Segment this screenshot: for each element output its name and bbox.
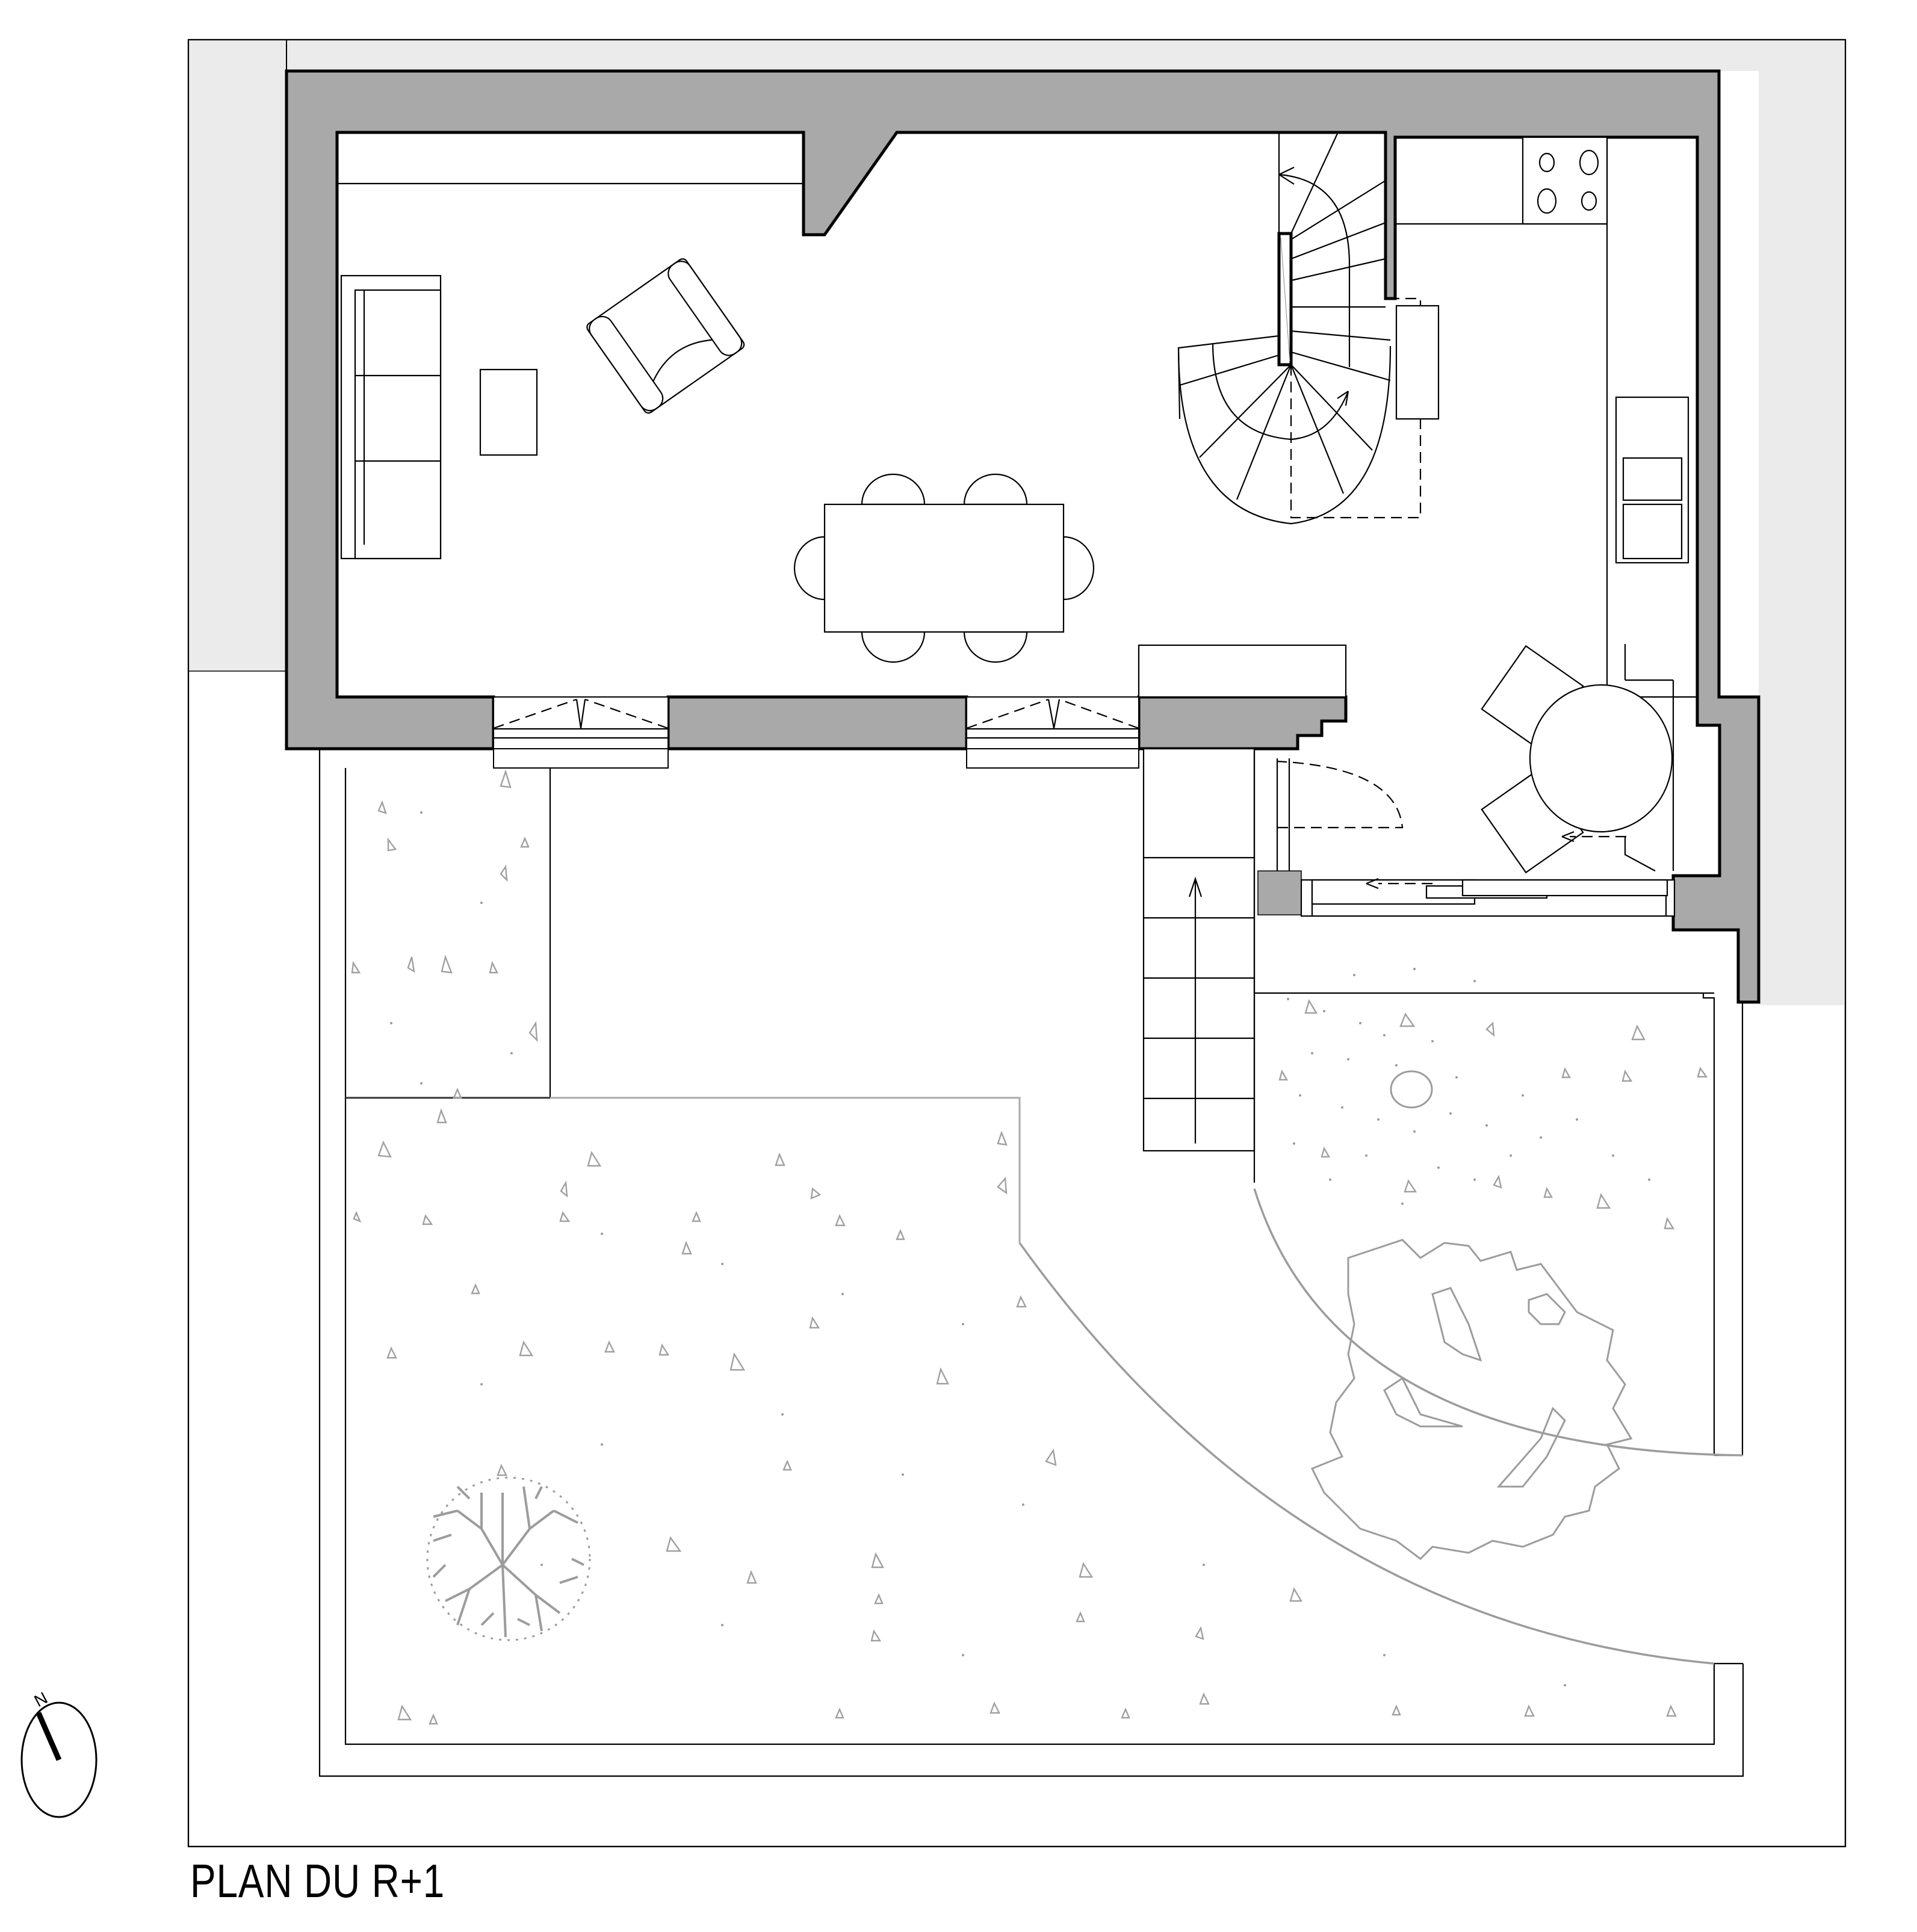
exterior-stair bbox=[1142, 748, 1256, 1152]
entry-door bbox=[1276, 758, 1404, 871]
plan-title: PLAN DU R+1 bbox=[190, 1854, 445, 1907]
kitchen bbox=[1395, 136, 1697, 698]
window-1 bbox=[493, 696, 669, 769]
stipple-pattern bbox=[390, 811, 1650, 1686]
sliding-door bbox=[1300, 831, 1676, 917]
exterior-walls bbox=[285, 69, 1761, 1004]
storage-unit bbox=[1138, 644, 1347, 698]
garden bbox=[318, 749, 1744, 1777]
site-boundary bbox=[187, 39, 1847, 1848]
planter-circle bbox=[1390, 1070, 1433, 1109]
armchair bbox=[586, 258, 745, 414]
breakfast-set bbox=[1481, 644, 1674, 874]
coffee-table bbox=[479, 368, 538, 456]
north-compass bbox=[20, 1701, 98, 1818]
cooktop bbox=[1522, 136, 1608, 225]
living-room bbox=[337, 182, 1095, 663]
curved-path-edge bbox=[1018, 1242, 1715, 1665]
terrace bbox=[1253, 749, 1744, 1457]
deciduous-tree-left bbox=[426, 1476, 591, 1641]
shrub-tree-right bbox=[1310, 1239, 1633, 1560]
dining-set bbox=[793, 473, 1095, 663]
gravel-pattern bbox=[351, 769, 1708, 1725]
window-2 bbox=[966, 696, 1139, 769]
staircase bbox=[1177, 133, 1440, 525]
sofa bbox=[340, 274, 442, 560]
